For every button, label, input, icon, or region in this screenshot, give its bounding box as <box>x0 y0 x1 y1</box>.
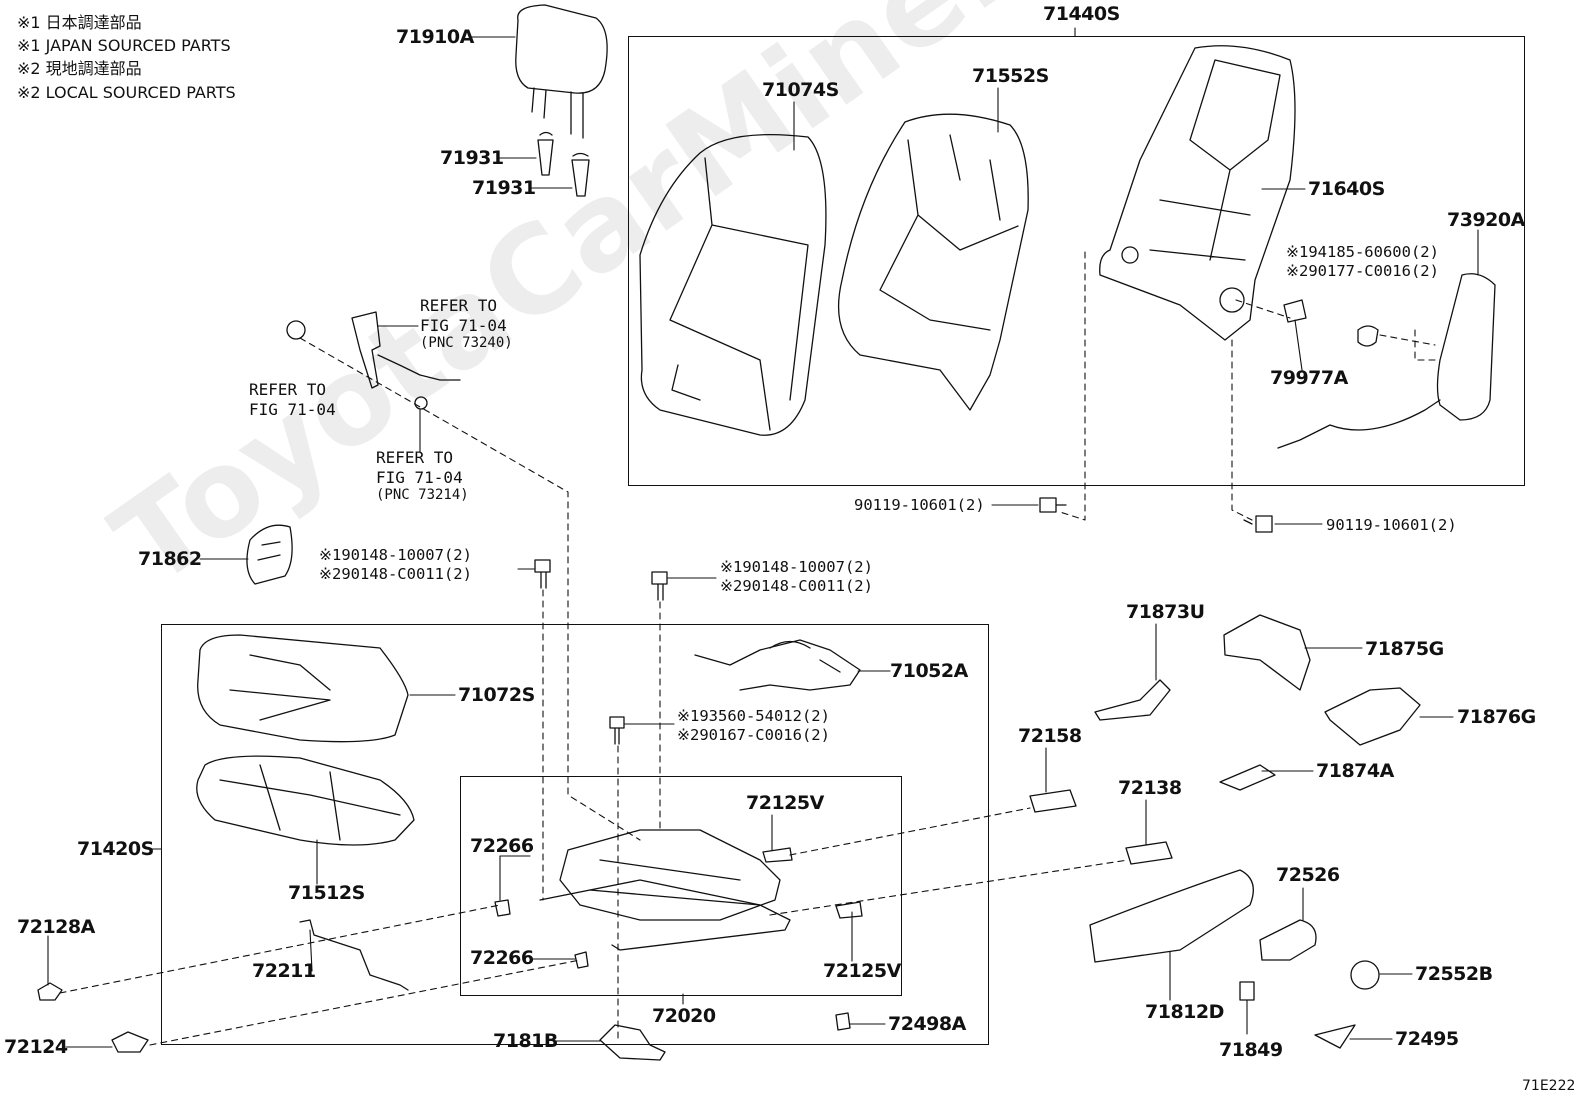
headrest-drawing <box>515 4 608 139</box>
seat-adjuster-assembly-box <box>460 776 902 996</box>
refer-to-note-washer: REFER TO FIG 71-04 (PNC 73214) <box>376 448 469 504</box>
rod-72211-drawing <box>299 919 409 991</box>
side-shield-parts-drawing <box>1089 614 1421 1049</box>
part-label-73920a: 73920A <box>1447 209 1525 231</box>
refer-to-note-cap: REFER TO FIG 71-04 <box>249 380 336 419</box>
bolt-label: 90119-10601(2) <box>854 496 985 514</box>
refer-line: REFER TO <box>376 448 454 467</box>
part-label-72128a: 72128A <box>17 916 95 938</box>
part-label-72125v: 72125V <box>823 960 901 982</box>
bolt-label: 90119-10601(2) <box>1326 516 1457 534</box>
bolt-label-group: ※194185-60600(2) ※290177-C0016(2) <box>1286 243 1439 281</box>
refer-line: (PNC 73214) <box>376 487 469 504</box>
part-label-79977a: 79977A <box>1270 367 1348 389</box>
part-label-72498a: 72498A <box>888 1013 966 1035</box>
cushion-pad-drawing <box>196 755 415 846</box>
back-pad-drawing <box>837 113 1029 411</box>
note-line: ※2 現地調達部品 <box>17 59 142 79</box>
bracket-7181b-drawing <box>599 1024 666 1061</box>
part-label-71875g: 71875G <box>1365 638 1444 660</box>
part-label-71420s: 71420S <box>77 838 154 860</box>
part-label-71931: 71931 <box>472 177 536 199</box>
part-label-71074s: 71074S <box>762 79 839 101</box>
bolt-label-group: ※190148-10007(2) ※290148-C0011(2) <box>319 546 472 584</box>
part-label-72495: 72495 <box>1395 1028 1459 1050</box>
part-label-71512s: 71512S <box>288 882 365 904</box>
bolt-drawings <box>534 497 1273 745</box>
bolt-label: ※290148-C0011(2) <box>720 576 873 595</box>
part-label-71072s: 71072S <box>458 684 535 706</box>
refer-line: (PNC 73240) <box>420 335 513 352</box>
refer-line: FIG 71-04 <box>376 467 463 487</box>
cushion-cover-drawing <box>197 634 409 743</box>
part-label-71876g: 71876G <box>1457 706 1536 728</box>
bolt-label: ※190148-10007(2) <box>720 558 873 576</box>
part-label-72158: 72158 <box>1018 725 1082 747</box>
part-label-71052a: 71052A <box>890 660 968 682</box>
bolt-label-group: ※193560-54012(2) ※290167-C0016(2) <box>677 707 830 745</box>
part-label-71931: 71931 <box>440 147 504 169</box>
part-label-72266: 72266 <box>470 835 534 857</box>
part-label-7181b: 7181B <box>493 1030 558 1052</box>
refer-to-note-buckle: REFER TO FIG 71-04 (PNC 73240) <box>420 296 513 352</box>
wire-harness-drawing <box>694 639 861 691</box>
refer-line: FIG 71-04 <box>249 399 336 419</box>
bolt-label: ※193560-54012(2) <box>677 707 830 725</box>
part-label-72526: 72526 <box>1276 864 1340 886</box>
part-label-71440s: 71440S <box>1043 3 1120 25</box>
small-clips-drawing <box>37 789 1173 1053</box>
part-label-72124: 72124 <box>4 1036 68 1058</box>
back-frame-drawing <box>1099 45 1296 341</box>
seatback-assembly-box <box>628 36 1525 486</box>
seat-adjuster-drawing <box>539 829 791 951</box>
part-label-72138: 72138 <box>1118 777 1182 799</box>
part-label-71910a: 71910A <box>396 26 474 48</box>
part-label-72211: 72211 <box>252 960 316 982</box>
part-label-71849: 71849 <box>1219 1039 1283 1061</box>
note-line: ※1 JAPAN SOURCED PARTS <box>17 36 231 56</box>
leader-lines <box>47 27 1479 1048</box>
note-line: ※2 LOCAL SOURCED PARTS <box>17 82 236 102</box>
bolt-label: ※290148-C0011(2) <box>319 564 472 583</box>
refer-line: REFER TO <box>249 380 327 399</box>
bolt-label: ※194185-60600(2) <box>1286 243 1439 261</box>
part-label-71873u: 71873U <box>1126 601 1205 623</box>
bolt-label: ※290177-C0016(2) <box>1286 261 1439 280</box>
part-label-72020: 72020 <box>652 1005 716 1027</box>
part-label-71862: 71862 <box>138 548 202 570</box>
refer-line: REFER TO <box>420 296 498 315</box>
headrest-guide-drawing <box>537 131 590 197</box>
part-label-71552s: 71552S <box>972 65 1049 87</box>
sourcing-notes: ※1 日本調達部品 ※1 JAPAN SOURCED PARTS ※2 現地調達… <box>17 11 236 104</box>
note-line: ※1 日本調達部品 <box>17 13 142 32</box>
part-label-71874a: 71874A <box>1316 760 1394 782</box>
bolt-label-group: ※190148-10007(2) ※290148-C0011(2) <box>720 558 873 596</box>
clip-79977a-drawing <box>1283 299 1379 347</box>
seat-belt-buckle-drawing <box>286 311 461 410</box>
seat-cushion-assembly-box <box>161 624 989 1045</box>
part-label-72125v: 72125V <box>746 792 824 814</box>
figure-code: 71E222 <box>1522 1078 1576 1094</box>
part-label-72552b: 72552B <box>1415 963 1493 985</box>
part-label-71640s: 71640S <box>1308 178 1385 200</box>
back-cover-drawing <box>639 133 827 436</box>
dashed-guide-lines <box>59 251 1441 1046</box>
part-label-71812d: 71812D <box>1145 1001 1224 1023</box>
bolt-label: ※290167-C0016(2) <box>677 725 830 744</box>
refer-line: FIG 71-04 <box>420 315 507 335</box>
part-label-72266: 72266 <box>470 947 534 969</box>
side-trim-drawing <box>1277 273 1496 449</box>
bolt-label: ※190148-10007(2) <box>319 546 472 564</box>
cover-71862-drawing <box>246 524 293 585</box>
